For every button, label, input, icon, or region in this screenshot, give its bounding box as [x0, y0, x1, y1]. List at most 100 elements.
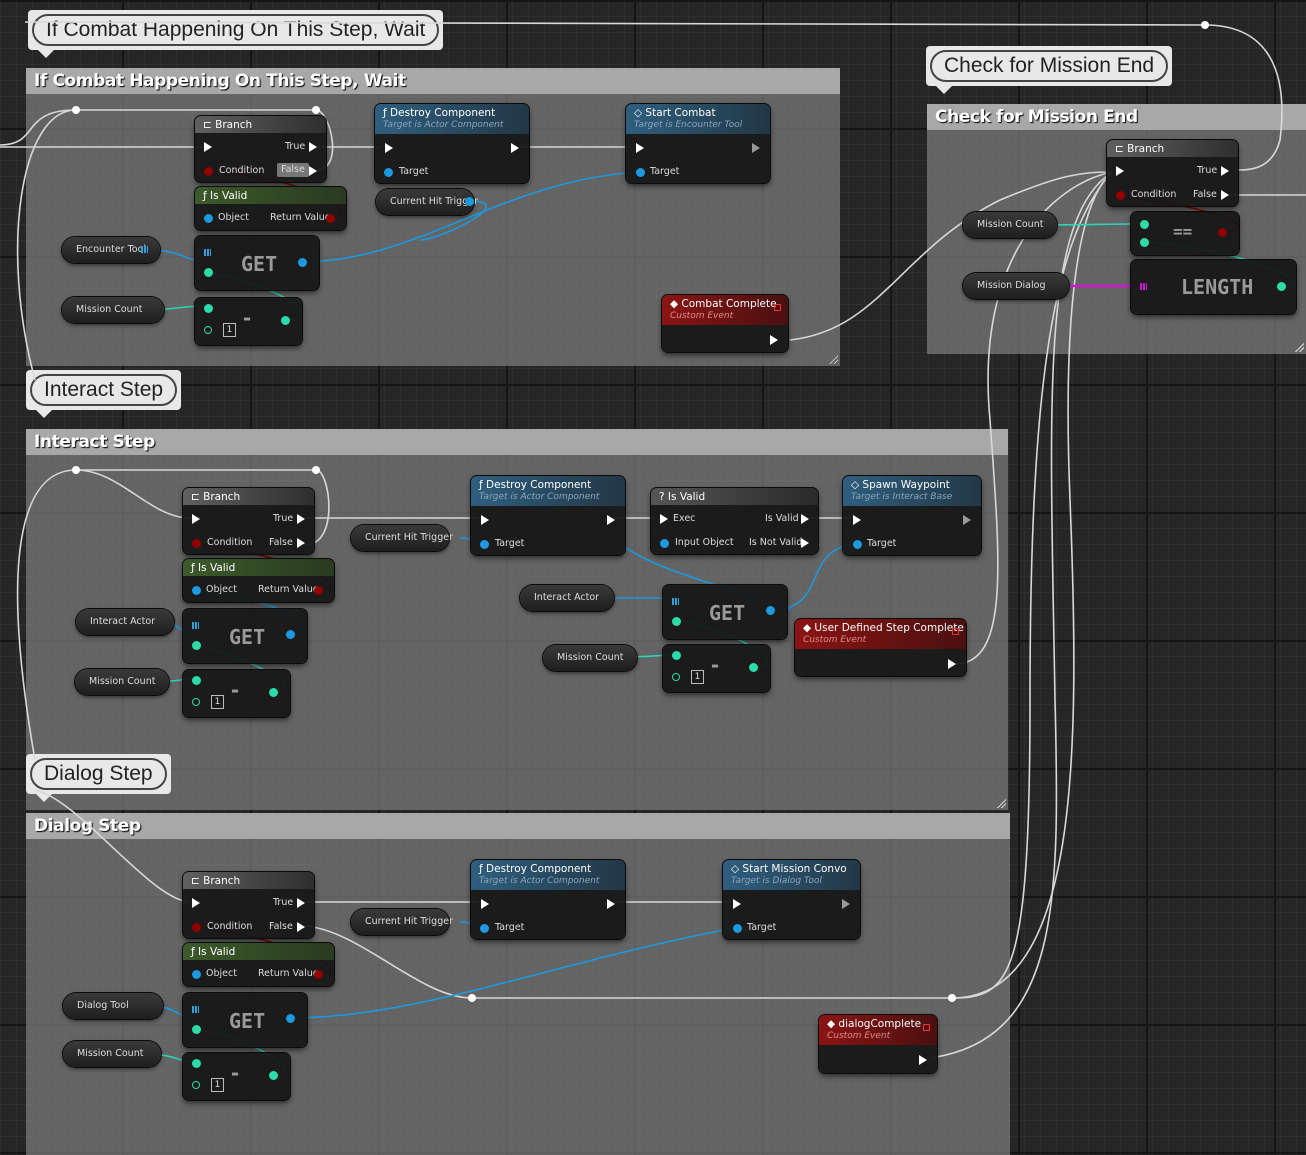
branch-node-dialog[interactable]: ⊏ Branch True Condition False [183, 872, 314, 938]
index-pin[interactable] [672, 617, 681, 626]
node-header[interactable]: ⊏ Branch [183, 872, 314, 889]
node-header[interactable]: ⊏ Branch [1107, 140, 1238, 157]
exec-out-pin[interactable] [963, 515, 971, 525]
condition-pin[interactable] [192, 923, 201, 932]
current-hit-trigger-pin[interactable] [465, 197, 474, 206]
output-pin[interactable] [298, 258, 307, 267]
exec-out-pin[interactable] [752, 143, 760, 153]
object-pin[interactable] [192, 586, 201, 595]
false-exec-pin[interactable] [297, 538, 305, 548]
length-node[interactable]: LENGTH [1131, 260, 1296, 314]
false-exec-pin[interactable] [309, 166, 317, 176]
resize-handle[interactable] [996, 798, 1006, 808]
comment-bubble-combat[interactable]: If Combat Happening On This Step, Wait [28, 10, 444, 58]
interact-actor-variable-left[interactable]: Interact Actor [76, 609, 174, 635]
is-not-valid-exec-pin[interactable] [801, 538, 809, 548]
index-pin[interactable] [204, 268, 213, 277]
return-value-pin[interactable] [314, 586, 323, 595]
is-valid-macro-node[interactable]: ? Is Valid Exec Is Valid Input Object Is… [651, 488, 818, 554]
b-pin[interactable] [204, 326, 212, 334]
node-header[interactable]: ? Is Valid [651, 488, 818, 505]
node-header[interactable]: ƒ Is Valid [183, 943, 334, 960]
true-exec-pin[interactable] [297, 898, 305, 908]
delegate-pin[interactable] [923, 1024, 930, 1031]
a-pin[interactable] [672, 651, 681, 660]
mission-count-variable-end[interactable]: Mission Count [963, 212, 1057, 238]
b-pin[interactable] [1140, 238, 1149, 247]
exec-in-pin[interactable] [481, 899, 489, 909]
false-exec-pin[interactable] [297, 922, 305, 932]
exec-out-pin[interactable] [919, 1055, 927, 1065]
dialog-tool-variable[interactable]: Dialog Tool [63, 993, 163, 1019]
node-header[interactable]: ⊏ Branch [195, 116, 326, 133]
condition-pin[interactable] [204, 167, 213, 176]
exec-in-pin[interactable] [481, 515, 489, 525]
mission-count-variable-interact-left[interactable]: Mission Count [75, 669, 169, 695]
b-value-field[interactable]: 1 [211, 695, 224, 709]
get-node-dialog[interactable]: GET [183, 993, 307, 1047]
target-pin[interactable] [853, 540, 862, 549]
b-pin[interactable] [192, 1081, 200, 1089]
exec-in-pin[interactable] [1116, 166, 1124, 176]
subtract-node-interact-left[interactable]: 1 - [183, 670, 290, 717]
target-pin[interactable] [636, 168, 645, 177]
delegate-pin[interactable] [952, 628, 959, 635]
index-pin[interactable] [192, 641, 201, 650]
a-pin[interactable] [192, 676, 201, 685]
target-pin[interactable] [480, 924, 489, 933]
exec-out-pin[interactable] [842, 899, 850, 909]
mission-dialog-variable[interactable]: Mission Dialog [963, 273, 1069, 299]
output-pin[interactable] [281, 316, 290, 325]
output-pin[interactable] [1218, 228, 1227, 237]
exec-in-pin[interactable] [204, 142, 212, 152]
get-node-interact-left[interactable]: GET [183, 609, 307, 663]
exec-in-pin[interactable] [853, 515, 861, 525]
comment-bubble-interact[interactable]: Interact Step [26, 370, 182, 418]
true-exec-pin[interactable] [297, 514, 305, 524]
true-exec-pin[interactable] [1221, 166, 1229, 176]
comment-bubble-mission-end[interactable]: Check for Mission End [926, 46, 1173, 94]
node-header[interactable]: ƒ Is Valid [195, 187, 346, 204]
output-pin[interactable] [269, 688, 278, 697]
comment-title[interactable]: Dialog Step [26, 813, 1010, 839]
b-value-field[interactable]: 1 [211, 1078, 224, 1092]
condition-pin[interactable] [192, 539, 201, 548]
resize-handle[interactable] [1294, 342, 1304, 352]
is-valid-node-dialog[interactable]: ƒ Is Valid Object Return Value [183, 943, 334, 986]
branch-node-interact[interactable]: ⊏ Branch True Condition False [183, 488, 314, 554]
is-valid-exec-pin[interactable] [801, 514, 809, 524]
false-exec-pin[interactable] [1221, 190, 1229, 200]
exec-out-pin[interactable] [511, 143, 519, 153]
a-pin[interactable] [192, 1059, 201, 1068]
subtract-node-combat[interactable]: 1 - [195, 298, 302, 345]
return-value-pin[interactable] [314, 970, 323, 979]
branch-node-combat[interactable]: ⊏ Branch True Condition False [195, 116, 326, 182]
condition-pin[interactable] [1116, 191, 1125, 200]
current-hit-trigger-variable-dialog[interactable]: Current Hit Trigger [351, 909, 453, 935]
output-pin[interactable] [766, 606, 775, 615]
is-valid-node-combat[interactable]: ƒ Is Valid Object Return Value [195, 187, 346, 230]
current-hit-trigger-variable-interact[interactable]: Current Hit Trigger [351, 525, 453, 551]
branch-node-mission-end[interactable]: ⊏ Branch True Condition False [1107, 140, 1238, 206]
output-pin[interactable] [1277, 282, 1286, 291]
object-pin[interactable] [204, 214, 213, 223]
node-header[interactable]: ƒ Is Valid [183, 559, 334, 576]
exec-in-pin[interactable] [733, 899, 741, 909]
a-pin[interactable] [204, 304, 213, 313]
b-pin[interactable] [192, 698, 200, 706]
node-header[interactable]: ⊏ Branch [183, 488, 314, 505]
is-valid-node-interact[interactable]: ƒ Is Valid Object Return Value [183, 559, 334, 602]
exec-in-pin[interactable] [192, 898, 200, 908]
